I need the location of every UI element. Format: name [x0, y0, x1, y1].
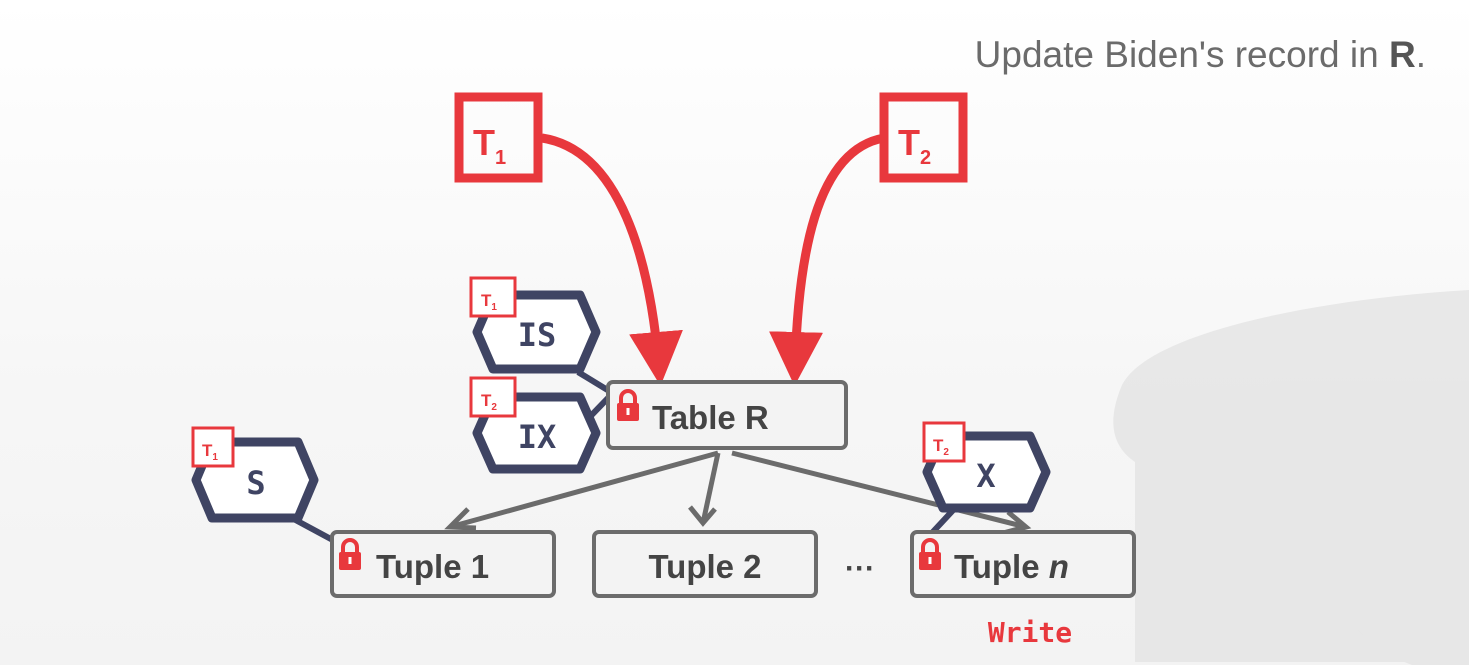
title-prefix: Update Biden's record in	[974, 34, 1389, 75]
title-table: R	[1388, 34, 1416, 75]
title-suffix: .	[1415, 34, 1426, 75]
table-r-label: Table R	[652, 399, 769, 436]
t1-request-arrow	[541, 133, 683, 386]
svg-text:T2: T2	[933, 436, 949, 458]
tuple-2-label: Tuple 2	[648, 548, 761, 585]
lock-is-label: IS	[518, 316, 557, 354]
t2-request-arrow	[769, 133, 885, 386]
lock-x-label: X	[976, 457, 995, 495]
tuple-1-label: Tuple 1	[376, 548, 489, 585]
tuple-n-label: Tuple n	[954, 548, 1069, 585]
svg-text:T2: T2	[481, 391, 497, 413]
lock-is: IS	[472, 290, 601, 374]
lock-ix-label: IX	[518, 418, 557, 456]
table-r-node: Table R	[606, 380, 848, 450]
transaction-t2-label: T2	[898, 122, 931, 169]
lock-x-owner-tag: T2	[922, 421, 966, 463]
transaction-t2: T2	[879, 92, 968, 183]
svg-text:T1: T1	[202, 441, 218, 463]
page-title: Update Biden's record in R.	[975, 34, 1426, 76]
tuple-1-node: Tuple 1	[330, 530, 556, 598]
lock-s-label: S	[246, 464, 265, 502]
lock-is-owner-tag: T1	[469, 276, 517, 318]
svg-text:T1: T1	[481, 291, 497, 313]
transaction-t1: T1	[454, 92, 543, 183]
lock-s-owner-tag: T1	[191, 426, 235, 468]
write-action-label: Write	[988, 616, 1072, 649]
watermark-logo	[1113, 290, 1469, 665]
tuple-n-node: Tuple n	[910, 530, 1136, 598]
tuple-2-node: Tuple 2	[592, 530, 818, 598]
lock-ix-owner-tag: T2	[469, 376, 517, 418]
ellipsis: ···	[845, 552, 875, 585]
transaction-t1-label: T1	[473, 122, 506, 169]
